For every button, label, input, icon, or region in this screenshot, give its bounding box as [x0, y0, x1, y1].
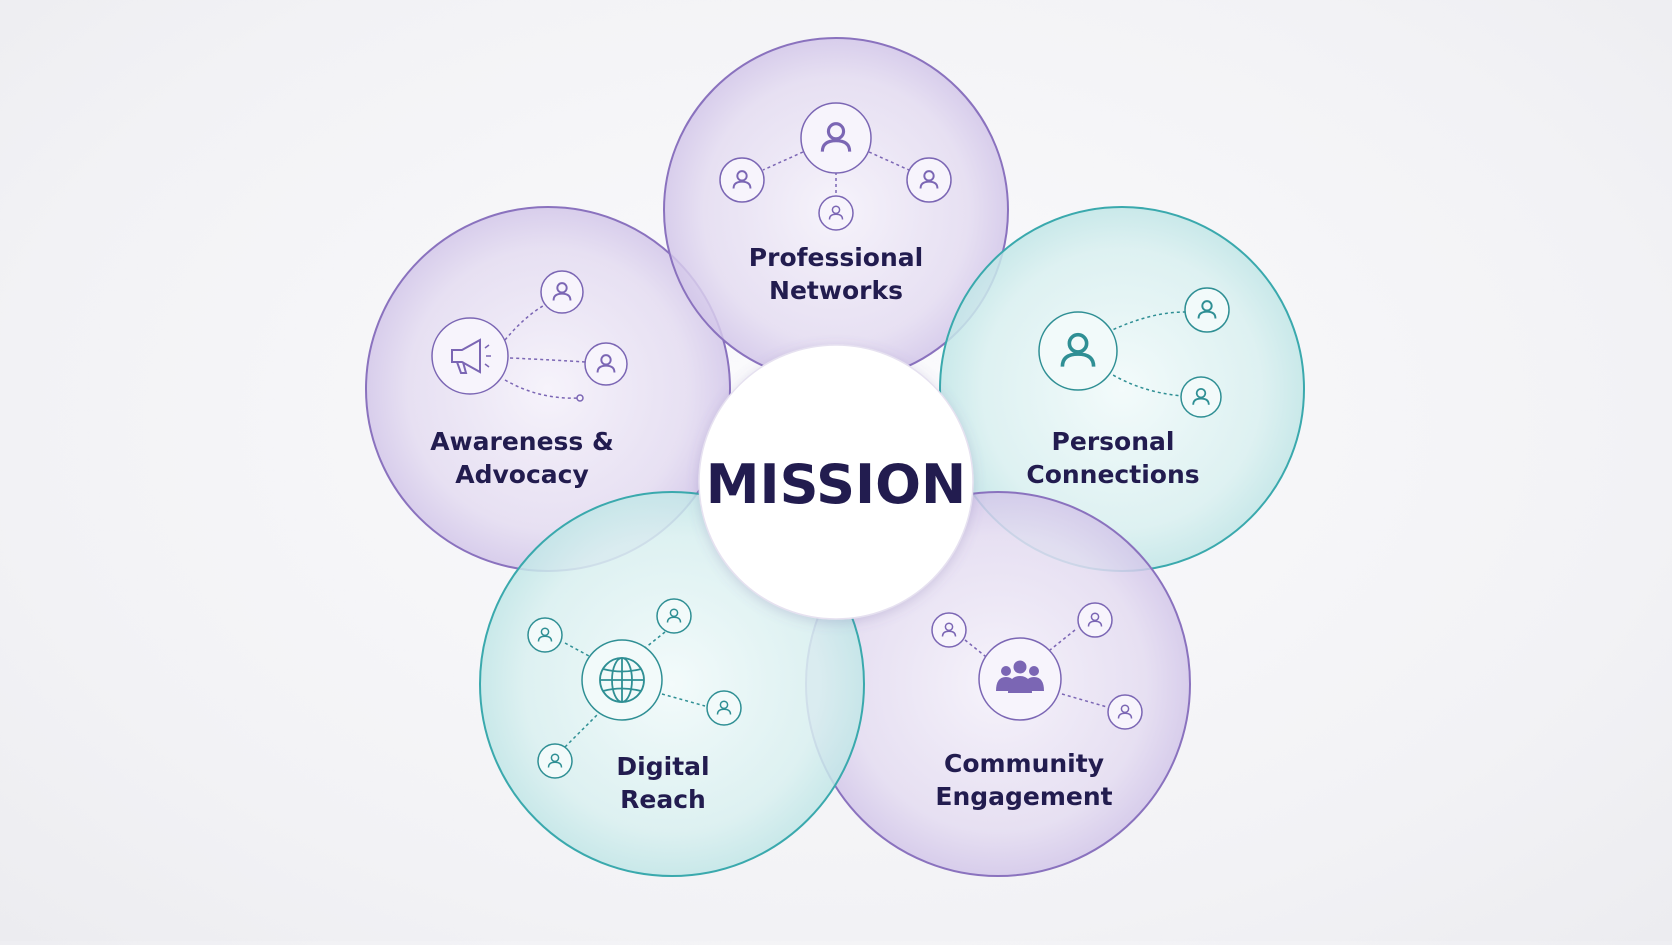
personal-connection-icons	[1038, 287, 1230, 418]
mission-center: MISSION	[698, 344, 974, 620]
professional-network-icons	[719, 102, 952, 231]
mission-center-circle	[698, 344, 974, 620]
digital-reach-label-line2: Reach	[620, 785, 706, 814]
community-engagement-icons	[931, 602, 1143, 730]
group-people-icon	[996, 660, 1044, 693]
awareness-advocacy-label: Awareness &	[430, 427, 614, 456]
community-engagement-label: Community	[944, 749, 1104, 778]
digital-reach-label: Digital	[616, 752, 709, 781]
awareness-advocacy-label-line2: Advocacy	[455, 460, 589, 489]
digital-reach-icons	[527, 598, 742, 779]
professional-networks-label-line2: Networks	[769, 276, 903, 305]
community-engagement-label-line2: Engagement	[935, 782, 1112, 811]
megaphone-icon	[431, 317, 509, 395]
mission-label: MISSION	[706, 453, 966, 516]
personal-connections-label: Personal	[1052, 427, 1175, 456]
petal-labels: Professional Networks Personal Connectio…	[430, 243, 1199, 814]
awareness-icons	[431, 270, 628, 402]
personal-connections-label-line2: Connections	[1026, 460, 1199, 489]
professional-networks-label: Professional	[749, 243, 923, 272]
